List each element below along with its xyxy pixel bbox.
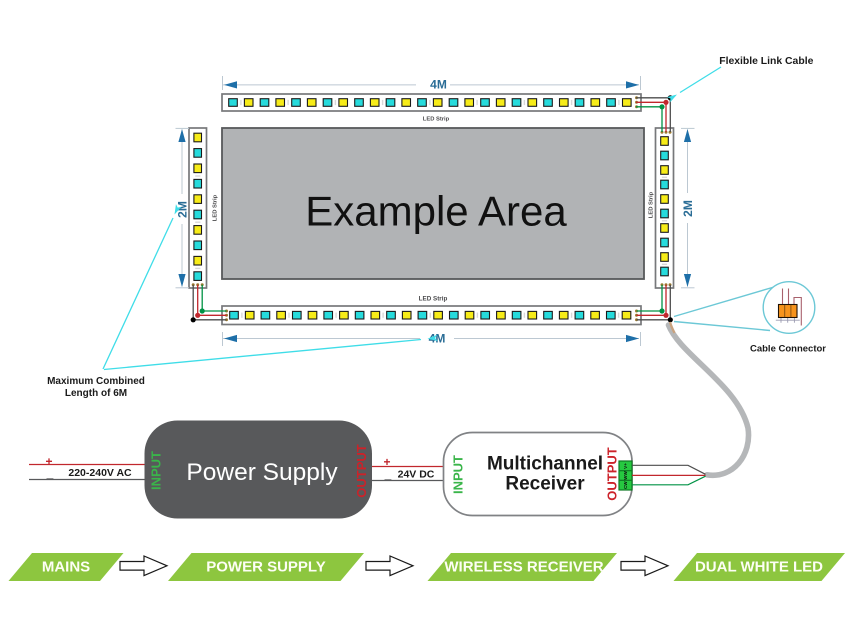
- svg-text:Receiver: Receiver: [505, 474, 585, 495]
- svg-text:Example Area: Example Area: [305, 188, 567, 235]
- svg-text:OUTPUT: OUTPUT: [605, 447, 620, 501]
- svg-text:Length of 6M: Length of 6M: [65, 388, 127, 399]
- svg-text:+: +: [383, 455, 390, 469]
- svg-text:INPUT: INPUT: [149, 451, 164, 490]
- svg-text:V+: V+: [623, 463, 628, 469]
- svg-text:INPUT: INPUT: [451, 455, 466, 494]
- svg-text:POWER SUPPLY: POWER SUPPLY: [206, 558, 325, 575]
- svg-text:Power Supply: Power Supply: [186, 459, 338, 486]
- svg-text:4M: 4M: [430, 77, 447, 91]
- svg-text:4M: 4M: [429, 331, 446, 345]
- svg-text:Flexible Link Cable: Flexible Link Cable: [719, 56, 813, 67]
- svg-text:2M: 2M: [176, 201, 190, 218]
- svg-text:LED Strip: LED Strip: [423, 117, 450, 123]
- svg-text:CW: CW: [623, 481, 628, 489]
- svg-text:OUTPUT: OUTPUT: [354, 444, 369, 498]
- svg-text:+: +: [45, 455, 52, 469]
- svg-text:_: _: [384, 467, 392, 481]
- svg-text:LED Strip: LED Strip: [213, 194, 219, 221]
- svg-text:_: _: [46, 466, 54, 480]
- svg-text:LED Strip: LED Strip: [649, 191, 655, 218]
- svg-text:Cable Connector: Cable Connector: [750, 344, 826, 355]
- svg-text:Multichannel: Multichannel: [487, 454, 603, 475]
- svg-text:DUAL WHITE LED: DUAL WHITE LED: [695, 558, 823, 575]
- svg-text:24V DC: 24V DC: [398, 468, 435, 480]
- svg-text:220-240V AC: 220-240V AC: [68, 467, 132, 479]
- svg-text:LED Strip: LED Strip: [419, 295, 448, 302]
- svg-text:Maximum Combined: Maximum Combined: [47, 376, 145, 387]
- svg-text:2M: 2M: [681, 200, 695, 217]
- svg-text:WIRELESS RECEIVER: WIRELESS RECEIVER: [444, 558, 603, 575]
- svg-text:MAINS: MAINS: [42, 558, 90, 575]
- svg-text:WW: WW: [623, 471, 628, 480]
